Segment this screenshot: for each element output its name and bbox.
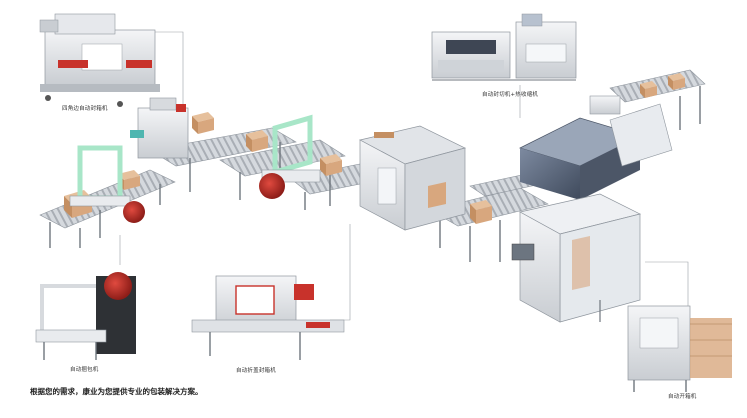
strap-coil bbox=[259, 173, 285, 199]
carton bbox=[320, 154, 342, 176]
carton bbox=[668, 73, 685, 90]
conveyor-segment bbox=[219, 139, 346, 177]
carton bbox=[246, 130, 268, 152]
inline-sealer bbox=[130, 97, 189, 159]
strap-coil bbox=[123, 201, 145, 223]
machine-four-corner-sealer bbox=[39, 13, 160, 107]
label-erector: 自动开箱机 bbox=[668, 394, 697, 400]
carton bbox=[192, 112, 214, 134]
inline-strapper-1 bbox=[69, 145, 145, 223]
label-fold-sealer: 自动折盖封箱机 bbox=[236, 368, 276, 374]
conveyor-segment bbox=[609, 69, 706, 103]
carton bbox=[640, 81, 657, 98]
machine-strapping bbox=[35, 272, 136, 360]
strap-coil bbox=[104, 272, 132, 300]
machine-sleeve-shrink bbox=[431, 13, 577, 81]
machine-erector bbox=[627, 305, 732, 392]
label-four-corner-sealer: 四角边自动封箱机 bbox=[62, 106, 108, 112]
leader-fold-sealer bbox=[330, 224, 351, 321]
footer-tagline: 根据您的需求，康业为您提供专业的包装解决方案。 bbox=[30, 387, 203, 396]
machine-fold-sealer bbox=[191, 275, 345, 360]
inline-fold-sealer bbox=[359, 125, 466, 231]
carton bbox=[470, 200, 492, 224]
leader-erector bbox=[645, 261, 689, 306]
shrink-tunnel bbox=[519, 95, 673, 200]
inline-erector bbox=[511, 193, 642, 323]
label-strapping: 自动捆包机 bbox=[70, 367, 99, 373]
inline-strapper-2 bbox=[259, 114, 321, 199]
label-sleeve-shrink: 自动封切机+热收缩机 bbox=[482, 92, 539, 98]
